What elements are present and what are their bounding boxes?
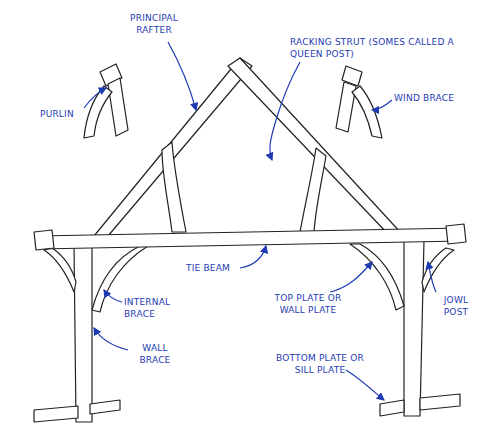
part-label: WIND BRACE — [394, 92, 484, 104]
part-label: RACKING STRUT (SOMES CALLED A QUEEN POST… — [290, 36, 468, 60]
top-plate — [34, 230, 54, 250]
principal-rafter — [94, 58, 252, 236]
leader-line — [168, 42, 196, 110]
leader-line — [346, 370, 384, 400]
top-plate — [446, 224, 466, 244]
part-label: PRINCIPAL RAFTER — [116, 12, 192, 36]
jowl-post — [404, 240, 424, 416]
leader-line — [428, 262, 436, 292]
part-label: JOWL POST — [434, 294, 478, 318]
part-label: TOP PLATE OR WALL PLATE — [262, 292, 354, 316]
leader-line — [94, 328, 128, 350]
post — [74, 243, 92, 422]
leader-line — [270, 62, 300, 160]
leader-line — [104, 290, 122, 302]
racking-strut — [300, 148, 326, 232]
wall-brace — [422, 248, 454, 292]
bottom-plate — [420, 394, 460, 410]
racking-strut — [162, 142, 186, 232]
leader-line — [84, 88, 106, 108]
leader-line — [330, 262, 372, 292]
part-label: WALL BRACE — [130, 342, 180, 366]
bottom-plate — [34, 406, 78, 422]
leader-line — [372, 100, 392, 110]
principal-rafter — [228, 58, 402, 234]
wall-brace — [44, 248, 76, 292]
tie-beam — [38, 228, 462, 249]
part-label: TIE BEAM — [186, 262, 256, 274]
part-label: BOTTOM PLATE OR SILL PLATE — [270, 352, 370, 376]
bottom-plate — [380, 400, 404, 416]
bottom-plate — [90, 400, 120, 414]
part-label: PURLIN — [40, 108, 100, 120]
part-label: INTERNAL BRACE — [124, 296, 188, 320]
leader-line — [240, 246, 266, 268]
wind-brace — [84, 86, 112, 138]
purlin — [336, 82, 356, 132]
purlin — [108, 78, 128, 136]
wind-brace — [352, 86, 382, 138]
